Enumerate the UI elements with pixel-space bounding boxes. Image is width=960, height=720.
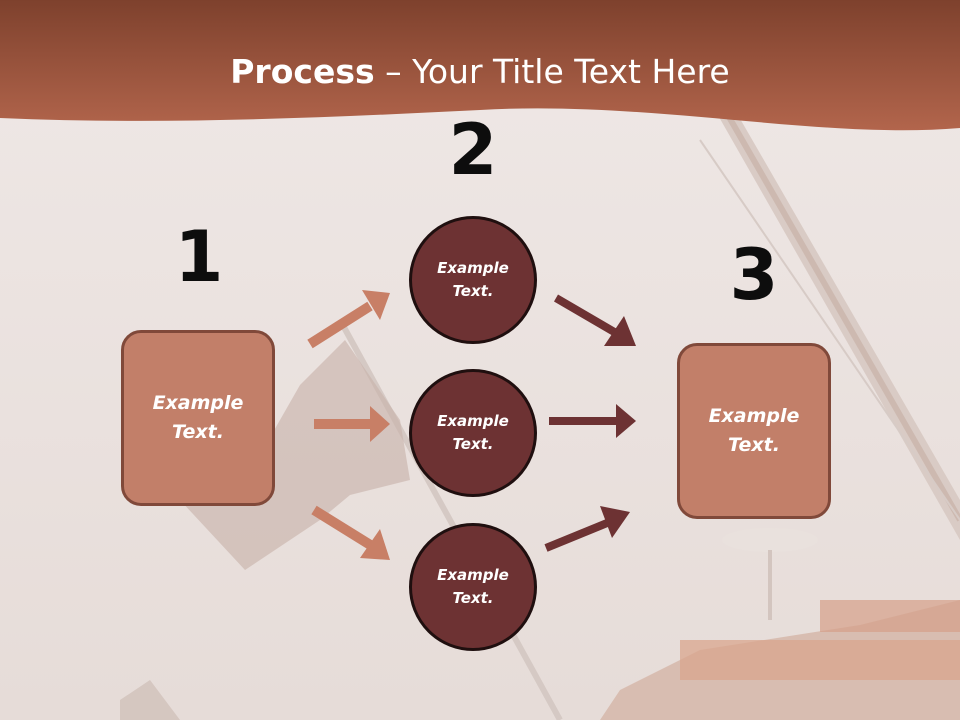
circle-middle: Example Text. [409,369,537,497]
step-number-3: 3 [729,234,779,316]
arrow-circle-top-to-box3 [553,294,636,346]
step-box-3: Example Text. [677,343,831,519]
arrow-box1-to-circle-top [307,290,390,349]
arrow-circle-middle-to-box3 [549,404,636,438]
circle-top: Example Text. [409,216,537,344]
step-box-1: Example Text. [121,330,275,506]
circle-bottom: Example Text. [409,523,537,651]
arrow-box1-to-circle-middle [314,406,390,442]
page-title: Process – Your Title Text Here [0,52,960,91]
arrow-box1-to-circle-bottom [311,505,390,560]
arrow-circle-bottom-to-box3 [544,506,630,552]
step-number-2: 2 [448,109,498,191]
step-number-1: 1 [174,216,224,298]
title-rest: – Your Title Text Here [374,52,730,91]
title-bold: Process [230,52,375,91]
